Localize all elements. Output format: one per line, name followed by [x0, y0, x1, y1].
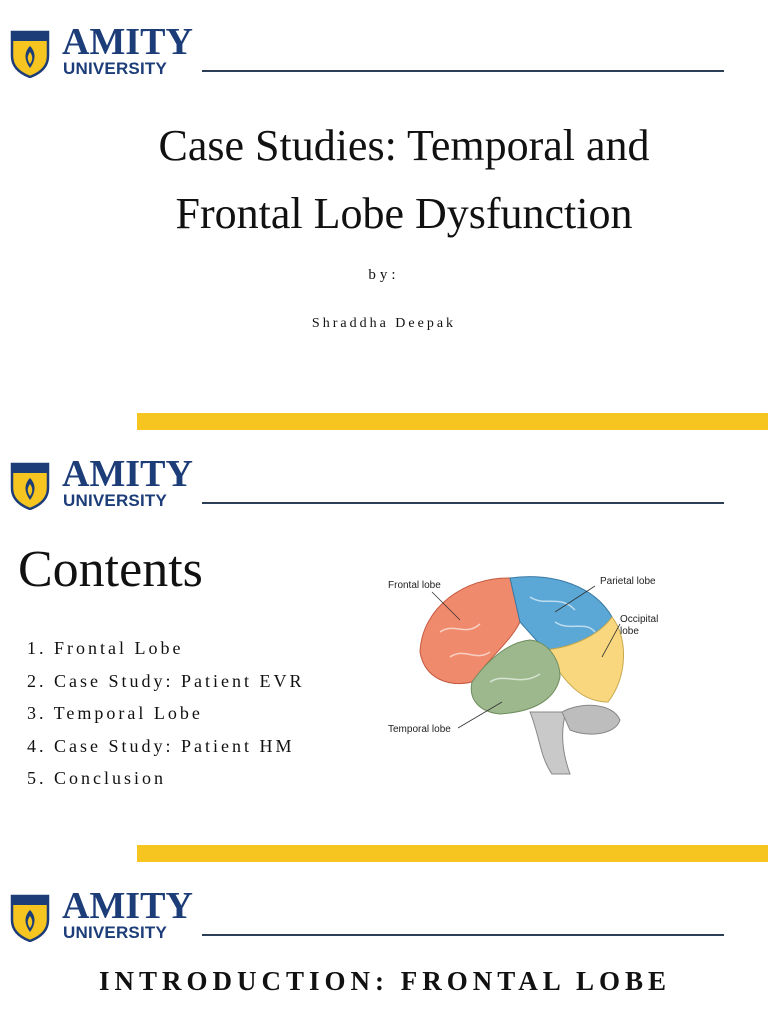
- contents-list: 1. Frontal Lobe 2. Case Study: Patient E…: [27, 632, 305, 795]
- contents-heading: Contents: [18, 541, 203, 598]
- amity-shield-icon: [10, 30, 50, 78]
- amity-logo: AMITY UNIVERSITY: [10, 453, 200, 516]
- author-name: Shraddha Deepak: [311, 316, 457, 331]
- byline: by:: [368, 267, 400, 283]
- label-temporal-lobe: Temporal lobe: [388, 724, 451, 735]
- logo-university-text: UNIVERSITY: [63, 491, 168, 510]
- slide-introduction: AMITY UNIVERSITY INTRODUCTION: FRONTAL L…: [0, 864, 768, 1024]
- label-parietal-lobe: Parietal lobe: [600, 576, 656, 587]
- contents-item: 5. Conclusion: [27, 768, 167, 788]
- logo-university-text: UNIVERSITY: [63, 923, 168, 942]
- amity-shield-icon: [10, 894, 50, 942]
- amity-logo: AMITY UNIVERSITY: [10, 885, 200, 948]
- label-frontal-lobe: Frontal lobe: [388, 580, 441, 591]
- label-occipital-lobe-2: lobe: [620, 626, 639, 637]
- brainstem: [529, 711, 571, 775]
- logo-amity-text: AMITY: [62, 885, 193, 927]
- footer-yellow-bar: [137, 845, 768, 862]
- brain-lobes-diagram: Frontal lobe Parietal lobe Occipital lob…: [388, 576, 658, 775]
- slide-contents: AMITY UNIVERSITY Contents 1. Frontal Lob…: [0, 432, 768, 864]
- amity-logo: AMITY UNIVERSITY: [10, 21, 200, 84]
- logo-amity-text: AMITY: [62, 453, 193, 495]
- cerebellum: [561, 704, 621, 735]
- occipital-lobe: [544, 616, 624, 703]
- presentation-title: Case Studies: Temporal and Frontal Lobe …: [0, 112, 768, 248]
- amity-shield-icon: [10, 462, 50, 510]
- header-rule: [202, 502, 724, 504]
- introduction-heading: INTRODUCTION: FRONTAL LOBE: [98, 966, 672, 996]
- temporal-lobe: [470, 639, 561, 715]
- contents-item: 1. Frontal Lobe: [27, 638, 184, 658]
- frontal-lobe: [419, 577, 521, 684]
- footer-yellow-bar: [137, 413, 768, 430]
- header-rule: [202, 934, 724, 936]
- title-line-1: Case Studies: Temporal and: [158, 121, 650, 170]
- logo-university-text: UNIVERSITY: [63, 59, 168, 78]
- title-line-2: Frontal Lobe Dysfunction: [175, 189, 633, 238]
- contents-item: 4. Case Study: Patient HM: [27, 735, 295, 756]
- header-rule: [202, 70, 724, 72]
- label-occipital-lobe-1: Occipital: [620, 614, 658, 625]
- slide-title: AMITY UNIVERSITY Case Studies: Temporal …: [0, 0, 768, 432]
- logo-amity-text: AMITY: [62, 21, 193, 63]
- contents-item: 2. Case Study: Patient EVR: [27, 670, 305, 691]
- contents-item: 3. Temporal Lobe: [27, 703, 203, 723]
